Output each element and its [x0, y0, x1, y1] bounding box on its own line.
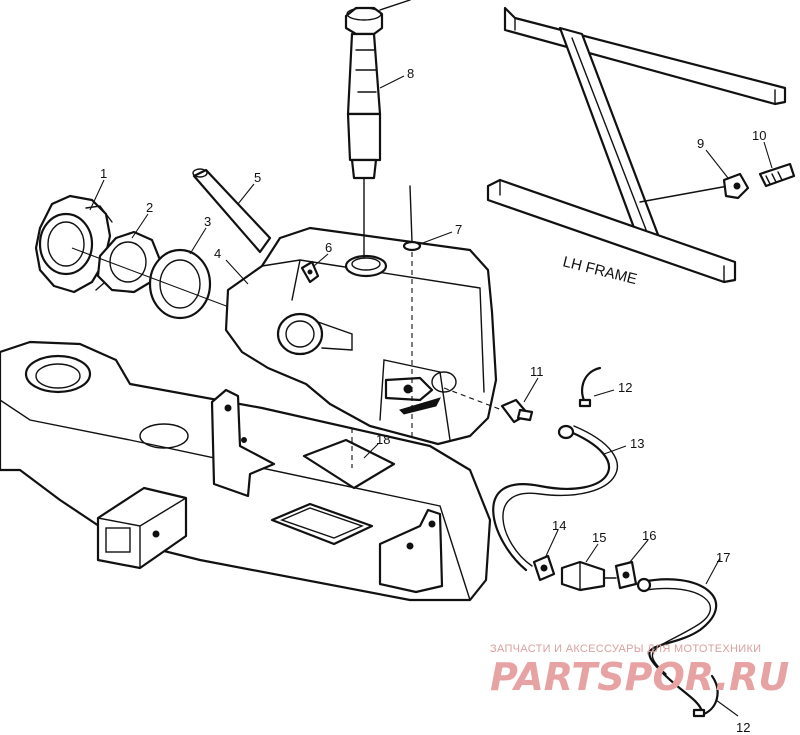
watermark: ЗАПЧАСТИ И АКСЕССУАРЫ ДЛЯ МОТОТЕХНИКИ PA…	[490, 643, 789, 699]
callout-11: 11	[530, 364, 544, 379]
fuel-filter-part-15	[560, 560, 617, 592]
clamp-part-12-lower	[692, 674, 719, 718]
drain-rod-part-7	[402, 185, 422, 540]
callout-16: 16	[642, 528, 656, 543]
pad-part-18	[302, 428, 396, 490]
lh-frame-label: LH FRAME	[561, 253, 639, 288]
callout-4: 4	[214, 246, 221, 261]
ring-part-3	[148, 248, 212, 320]
bolt-part-10	[758, 162, 796, 188]
watermark-tagline: ЗАПЧАСТИ И АКСЕССУАРЫ ДЛЯ МОТОТЕХНИКИ	[490, 643, 761, 655]
callout-1: 1	[100, 166, 107, 181]
clamp-part-16	[614, 560, 638, 590]
outlet-fitting-part-11	[443, 387, 534, 424]
chassis-frame	[0, 340, 492, 602]
callout-10: 10	[752, 128, 766, 143]
vent-hose-part-5	[192, 168, 272, 254]
callout-6: 6	[325, 240, 332, 255]
callout-17: 17	[716, 550, 730, 565]
callout-14: 14	[552, 518, 566, 533]
callouts: 1 2 3 4 5 6 7 8 9 10 11 12 13 14 15 16 1	[89, 66, 773, 735]
vent-fitting-part-6	[300, 260, 320, 284]
fuel-tank-part-4	[224, 226, 498, 446]
fuel-gauge-part-8	[344, 0, 411, 259]
clamp-part-14	[532, 554, 556, 582]
bracket-part-9	[722, 172, 750, 200]
callout-15: 15	[592, 530, 606, 545]
callout-9: 9	[697, 136, 704, 151]
callout-3: 3	[204, 214, 211, 229]
callout-5: 5	[254, 170, 261, 185]
watermark-brand: PARTSPOR.RU	[490, 655, 789, 699]
callout-7: 7	[455, 222, 462, 237]
lh-frame-part: LH FRAME	[486, 6, 787, 288]
callout-13: 13	[630, 436, 644, 451]
clamp-part-12-upper	[578, 366, 602, 408]
callout-2: 2	[146, 200, 153, 215]
callout-12-upper: 12	[618, 380, 632, 395]
callout-8: 8	[407, 66, 414, 81]
fuel-line-part-17	[636, 577, 718, 714]
fuel-line-part-13	[492, 424, 619, 572]
callout-18: 18	[376, 432, 390, 447]
callout-12-lower: 12	[736, 720, 750, 735]
